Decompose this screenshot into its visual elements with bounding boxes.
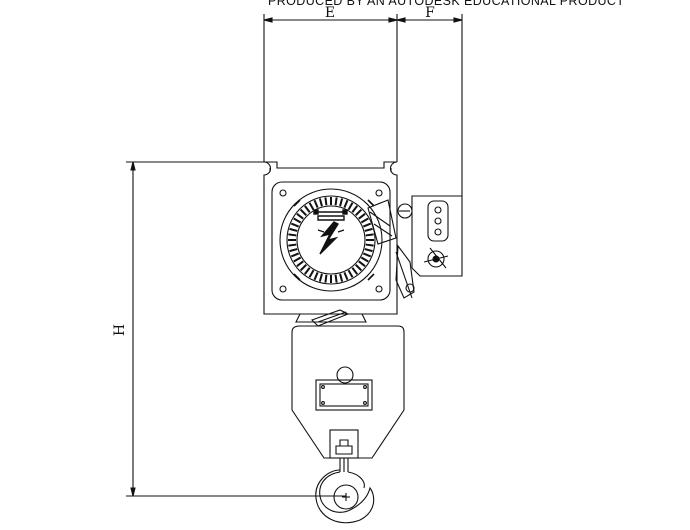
- body-corner-details: [269, 168, 392, 172]
- bolt-br: [375, 285, 383, 293]
- arrow-h-bottom: [130, 487, 136, 497]
- gear-tooth: [355, 208, 363, 216]
- autodesk-watermark: PRODUCED BY AN AUTODESK EDUCATIONAL PROD…: [268, 0, 625, 8]
- brake-hatch: [369, 211, 393, 237]
- gear-tooth: [293, 217, 302, 224]
- motor-body: [263, 161, 398, 315]
- brand-logo: [313, 209, 348, 255]
- gear-tooth: [308, 202, 315, 211]
- control-box-outline: [411, 195, 463, 277]
- hook-block-housing: [291, 325, 405, 459]
- bolt-tr: [375, 189, 383, 197]
- gear-tooth: [364, 248, 373, 253]
- gear-tooth: [296, 260, 304, 267]
- hook-nut: [335, 439, 353, 455]
- gear-tooth: [299, 208, 307, 216]
- gear-tooth: [289, 227, 298, 232]
- gear-tooth: [364, 227, 373, 232]
- arrow-f-left: [396, 17, 406, 23]
- motor-inner-ring: [296, 205, 366, 275]
- gear-tooth: [351, 267, 358, 275]
- motor-frame: [271, 181, 391, 301]
- connector: [295, 309, 367, 327]
- connector-bracket: [295, 313, 367, 323]
- hook-latch: [347, 471, 365, 489]
- strut-line: [395, 251, 413, 299]
- gear-tooth: [347, 269, 354, 278]
- gear-tooth: [365, 243, 374, 247]
- gear-tooth: [334, 274, 338, 283]
- bolt-bl: [279, 285, 287, 293]
- gear-tooth: [347, 202, 354, 211]
- control-box: [395, 195, 463, 299]
- gear-tooth: [304, 205, 311, 213]
- dimension-label-h: H: [112, 324, 128, 336]
- gear-tooth: [308, 269, 315, 278]
- brake-wedge: [367, 199, 397, 245]
- gear-tooth: [296, 213, 304, 220]
- gear-tooth: [318, 198, 323, 207]
- gear-tooth: [360, 256, 369, 263]
- hook-body: [315, 469, 375, 524]
- limit-switch: [427, 250, 445, 268]
- motor-outer-ring: [279, 188, 383, 292]
- gear-tooth: [360, 217, 369, 224]
- lifting-hook: [315, 469, 375, 524]
- arrow-e-left: [263, 17, 273, 23]
- gear-tooth: [299, 264, 307, 272]
- connector-line: [317, 311, 347, 323]
- arrow-e-right: [388, 17, 398, 23]
- limit-switch-lever: [423, 247, 449, 269]
- gear-tooth: [293, 256, 302, 263]
- gear-tooth: [304, 267, 311, 275]
- gear-tooth: [290, 222, 300, 228]
- dimension-lines: E F H: [112, 5, 463, 497]
- gear-tooth: [362, 222, 372, 228]
- gear-tooth: [358, 260, 366, 267]
- gear-teeth: [288, 197, 374, 283]
- motor-gear-ring: [286, 195, 376, 285]
- gear-tooth: [362, 252, 372, 258]
- control-strut: [395, 244, 415, 299]
- gear-tooth: [313, 271, 319, 281]
- gear-tooth: [288, 243, 297, 247]
- hook-eye-circle: [333, 484, 359, 510]
- button-3: [434, 228, 442, 236]
- gear-tooth: [288, 233, 297, 237]
- dimension-label-e: E: [325, 5, 335, 21]
- ring-brackets: [293, 199, 375, 281]
- arrow-h-top: [130, 161, 136, 171]
- gear-tooth: [343, 271, 349, 281]
- connector-hook: [310, 309, 350, 327]
- block-sheave-pin: [336, 366, 354, 384]
- button-1: [434, 206, 442, 214]
- gear-tooth: [351, 205, 358, 213]
- dimension-label-f: F: [425, 5, 435, 21]
- gear-tooth: [334, 197, 338, 206]
- gear-tooth: [365, 233, 374, 237]
- hook-block: [291, 325, 405, 472]
- nameplate: [315, 379, 373, 411]
- gear-tooth: [318, 273, 323, 282]
- gear-tooth: [313, 199, 319, 209]
- gear-tooth: [289, 248, 298, 253]
- gear-tooth: [324, 274, 328, 283]
- gear-tooth: [290, 252, 300, 258]
- gear-tooth: [358, 213, 366, 220]
- gear-tooth: [324, 197, 328, 206]
- gear-tooth: [339, 198, 344, 207]
- gear-tooth: [355, 264, 363, 272]
- button-panel: [427, 200, 449, 242]
- gear-tooth: [343, 199, 349, 209]
- arrow-f-right: [453, 17, 463, 23]
- bolt-tl: [279, 189, 287, 197]
- nameplate-inner: [319, 383, 369, 407]
- button-2: [434, 217, 442, 225]
- gear-tooth: [339, 273, 344, 282]
